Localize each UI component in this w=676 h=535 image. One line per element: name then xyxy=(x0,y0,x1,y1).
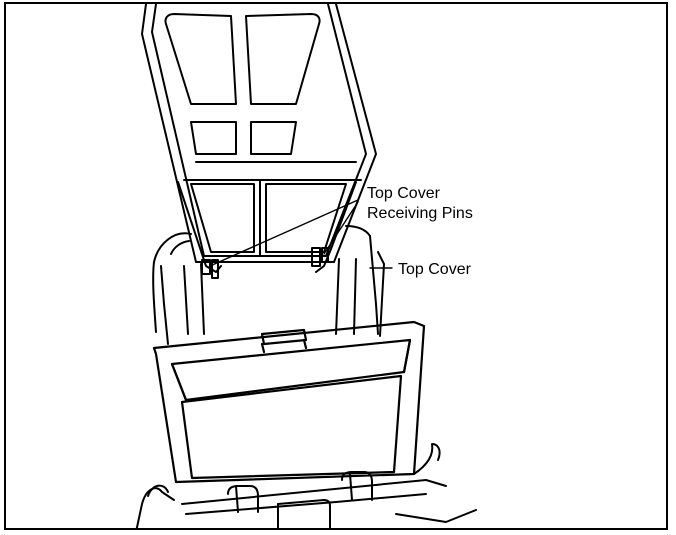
assembly-illustration xyxy=(135,4,477,528)
callout-leaders xyxy=(209,199,393,269)
label-top-cover-receiving-pins-line2: Receiving Pins xyxy=(367,205,473,222)
filter-basket xyxy=(141,4,377,273)
base-assembly xyxy=(135,443,477,528)
top-cover-housing xyxy=(152,225,385,345)
receiving-pins xyxy=(201,247,329,279)
label-top-cover: Top Cover xyxy=(398,261,471,278)
diagram-frame: Top Cover Receiving Pins Top Cover xyxy=(4,2,668,530)
front-tank xyxy=(152,320,426,484)
label-top-cover-receiving-pins-line1: Top Cover xyxy=(367,185,440,202)
